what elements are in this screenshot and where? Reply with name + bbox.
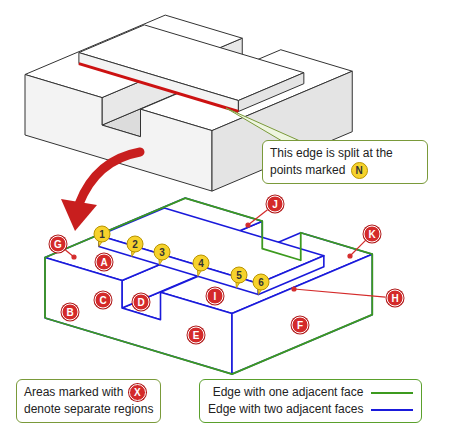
region-marker: X xyxy=(129,384,146,401)
split-point-number: 3 xyxy=(154,244,171,261)
region-letter: B xyxy=(62,304,79,321)
legend-text: Edge with one adjacent face xyxy=(213,384,364,401)
split-marker: N xyxy=(351,162,368,179)
legend-text: Edge with two adjacent faces xyxy=(208,401,363,418)
legend-row: Edge with one adjacent face xyxy=(208,384,413,401)
legend-box: Edge with one adjacent faceEdge with two… xyxy=(199,379,422,423)
callout-pointer xyxy=(226,108,300,141)
region-letter: E xyxy=(188,327,205,344)
pin-tails xyxy=(98,236,265,295)
callout-box: This edge is split at the points marked … xyxy=(262,140,428,184)
split-point-number: 5 xyxy=(231,267,248,284)
legend-swatch xyxy=(371,409,413,411)
region-letter: H xyxy=(387,290,404,307)
note-box: Areas marked with Xdenote separate regio… xyxy=(16,379,161,423)
split-point-number: 6 xyxy=(253,274,270,291)
split-point-number: 4 xyxy=(193,255,210,272)
region-letter: A xyxy=(96,254,113,271)
region-letter: F xyxy=(292,317,309,334)
note-text: denote separate regions xyxy=(24,401,153,418)
big-arrow xyxy=(79,152,140,204)
leader-lines xyxy=(65,210,385,297)
split-edge xyxy=(79,64,239,112)
note-text: This edge is split at the points marked xyxy=(270,146,393,177)
split-point-number: 2 xyxy=(127,236,144,253)
region-letter: I xyxy=(207,288,224,305)
legend-swatch xyxy=(371,392,413,394)
big-arrow-head xyxy=(61,199,97,231)
region-letter: D xyxy=(133,294,150,311)
split-point-number: 1 xyxy=(94,226,111,243)
region-letter: K xyxy=(364,226,381,243)
legend-row: Edge with two adjacent faces xyxy=(208,401,413,418)
region-diagram xyxy=(45,198,372,374)
note-text: Areas marked with xyxy=(24,385,123,399)
region-letter: C xyxy=(95,292,112,309)
region-letter: G xyxy=(50,236,67,253)
region-letter: J xyxy=(267,196,284,213)
